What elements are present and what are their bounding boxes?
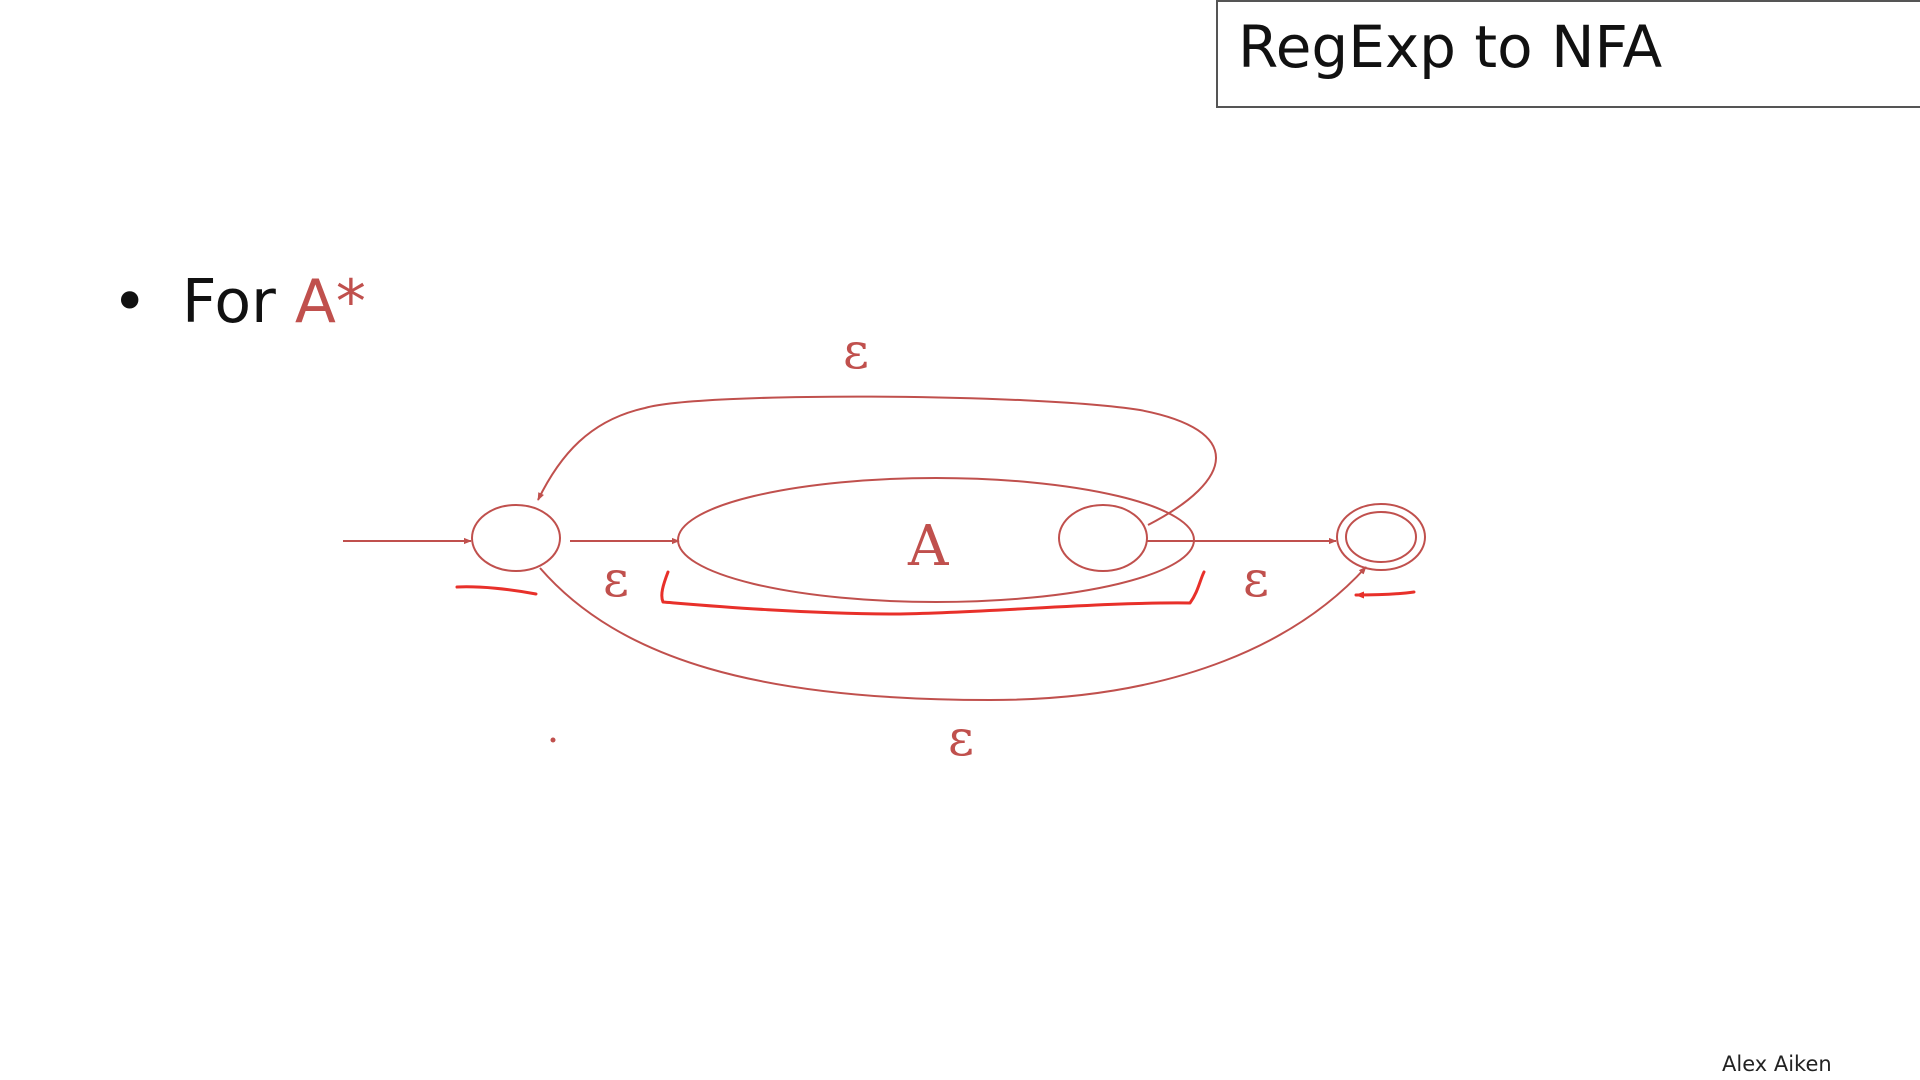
- annotation-pen-dot: [550, 737, 556, 743]
- start-state: [471, 504, 561, 572]
- sub-machine-A-label: A: [907, 514, 949, 579]
- accept-state-outer: [1336, 503, 1426, 571]
- slide-title: RegExp to NFA: [1238, 13, 1663, 81]
- bullet-expression: A*: [294, 267, 366, 337]
- skip-edge: [539, 566, 1367, 702]
- bullet-word: For: [182, 267, 276, 337]
- author-credit: Alex Aiken: [1722, 1052, 1832, 1076]
- epsilon-start-to-A-label: ε: [603, 550, 629, 608]
- sub-machine-A-final-state: [1058, 504, 1148, 572]
- epsilon-loop-back-label: ε: [843, 322, 869, 380]
- annotation-A-bracket: [660, 570, 1206, 616]
- epsilon-skip-label: ε: [948, 709, 974, 767]
- loop-back-edge: [537, 395, 1217, 526]
- bullet-line: •For A*: [112, 272, 366, 332]
- annotation-start-underline: [455, 585, 538, 596]
- annotation-accept-arrow: [1354, 590, 1416, 599]
- slide-title-box: RegExp to NFA: [1216, 0, 1920, 108]
- accept-state-inner: [1345, 511, 1417, 563]
- epsilon-A-to-accept-label: ε: [1243, 550, 1269, 608]
- bullet-dot: •: [112, 267, 148, 337]
